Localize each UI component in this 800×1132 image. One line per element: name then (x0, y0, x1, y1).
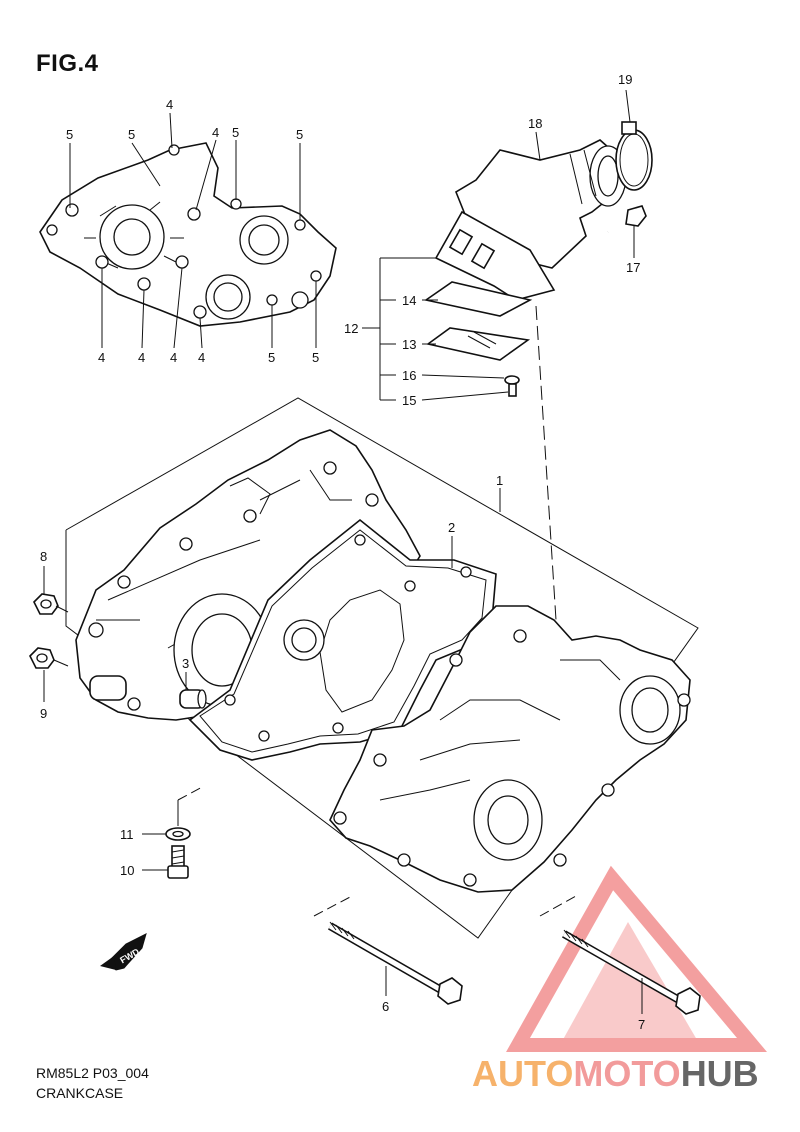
watermark-part-moto: MOTO (573, 1053, 681, 1094)
callout-18: 18 (528, 116, 542, 131)
watermark-logo-triangle (506, 865, 768, 1052)
callout-16: 16 (402, 368, 416, 383)
callout-19: 19 (618, 72, 632, 87)
callout-4: 4 (212, 125, 219, 140)
reed-stopper-14 (424, 281, 533, 317)
callout-15: 15 (402, 393, 416, 408)
bolt-10 (142, 845, 189, 879)
watermark-part-hub: HUB (680, 1053, 759, 1094)
nut-8 (33, 566, 69, 615)
callout-5: 5 (66, 127, 73, 142)
reed-valve-case (434, 210, 556, 301)
callout-5: 5 (268, 350, 275, 365)
callout-17: 17 (626, 260, 640, 275)
callout-9: 9 (40, 706, 47, 721)
watermark-part-auto: AUTO (472, 1053, 574, 1094)
washer-16 (504, 375, 520, 385)
footer-model-code: RM85L2 P03_004 (36, 1065, 149, 1081)
figure-title: FIG.4 (36, 50, 99, 77)
washer-11 (142, 827, 191, 841)
callout-1: 1 (496, 473, 503, 488)
callout-6: 6 (382, 999, 389, 1014)
bolt-17 (607, 205, 647, 234)
reed-petal-13 (426, 327, 531, 361)
leader-lines-case (451, 488, 501, 568)
callout-7: 7 (638, 1017, 645, 1032)
callout-3: 3 (182, 656, 189, 671)
hose-clamp-19 (615, 121, 653, 191)
callout-13: 13 (402, 337, 416, 352)
callout-4: 4 (98, 350, 105, 365)
footer-section-name: CRANKCASE (36, 1085, 124, 1101)
right-crankcase-half (329, 605, 691, 893)
leader-lines-bolts (69, 112, 317, 349)
nut-9 (29, 647, 69, 702)
callout-14: 14 (402, 293, 416, 308)
callout-2: 2 (448, 520, 455, 535)
callout-5: 5 (128, 127, 135, 142)
left-crankcase-half (75, 429, 421, 721)
long-bolt-6 (313, 895, 463, 1005)
fwd-direction-arrow: FWD (100, 933, 147, 971)
screw-15 (508, 383, 517, 397)
callout-4: 4 (166, 97, 173, 112)
crankcase-gasket-2 (188, 518, 497, 761)
crankcase-half-view (39, 142, 337, 327)
callout-4: 4 (138, 350, 145, 365)
callout-12: 12 (344, 321, 358, 336)
callout-8: 8 (40, 549, 47, 564)
callout-5: 5 (296, 127, 303, 142)
long-bolt-7 (539, 895, 701, 1015)
callout-numbers: 4 5 5 4 5 5 4 4 4 4 5 5 18 19 17 12 14 1… (40, 72, 645, 1032)
watermark-text: AUTOMOTOHUB (472, 1053, 759, 1095)
callout-5: 5 (312, 350, 319, 365)
callout-4: 4 (198, 350, 205, 365)
dowel-pin-3 (179, 672, 207, 709)
callout-11: 11 (120, 827, 134, 842)
leader-dashed-10-11 (177, 785, 205, 826)
callout-5: 5 (232, 125, 239, 140)
callout-10: 10 (120, 863, 134, 878)
leader-lines-intake (362, 89, 635, 621)
callout-4: 4 (170, 350, 177, 365)
